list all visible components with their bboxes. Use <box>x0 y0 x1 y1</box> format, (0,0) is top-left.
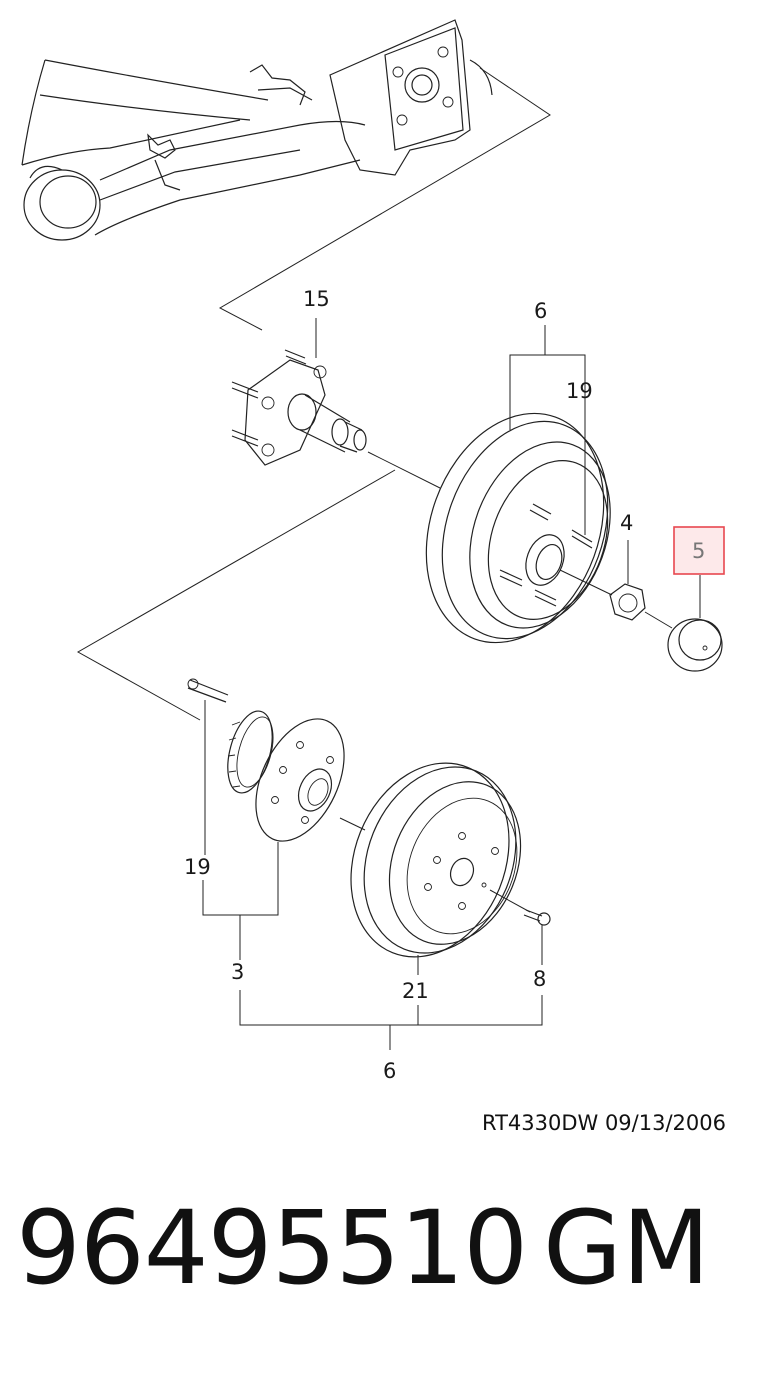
callout-19-bottom: 19 <box>184 855 211 879</box>
callout-21: 21 <box>402 979 429 1003</box>
part-number: 96495510 <box>16 1189 528 1308</box>
callout-19-top: 19 <box>566 379 593 403</box>
callout-6-bottom: 6 <box>383 1059 396 1083</box>
rear-axle-beam <box>21 19 551 331</box>
part-3-hub-bearing <box>187 678 366 960</box>
callout-6-top: 6 <box>534 299 547 323</box>
part-15-spindle <box>231 318 441 489</box>
part-5-highlight-box <box>673 526 725 575</box>
exploded-parts-diagram: 15 6 19 4 5 19 3 21 8 6 <box>21 19 725 1083</box>
callout-4: 4 <box>620 511 633 535</box>
part-21-brake-drum <box>350 762 531 975</box>
brand-name: GM <box>543 1189 711 1308</box>
part-4-nut <box>609 540 673 629</box>
assembly-bracket <box>239 990 543 1050</box>
callout-3: 3 <box>231 960 244 984</box>
part-6-drum-assembly <box>76 325 613 721</box>
part-5-cap <box>667 575 723 672</box>
callout-15: 15 <box>303 287 330 311</box>
part-8-screw <box>523 909 551 965</box>
callout-8: 8 <box>533 967 546 991</box>
diagram-reference: RT4330DW 09/13/2006 <box>482 1111 726 1135</box>
callout-5: 5 <box>692 539 705 563</box>
